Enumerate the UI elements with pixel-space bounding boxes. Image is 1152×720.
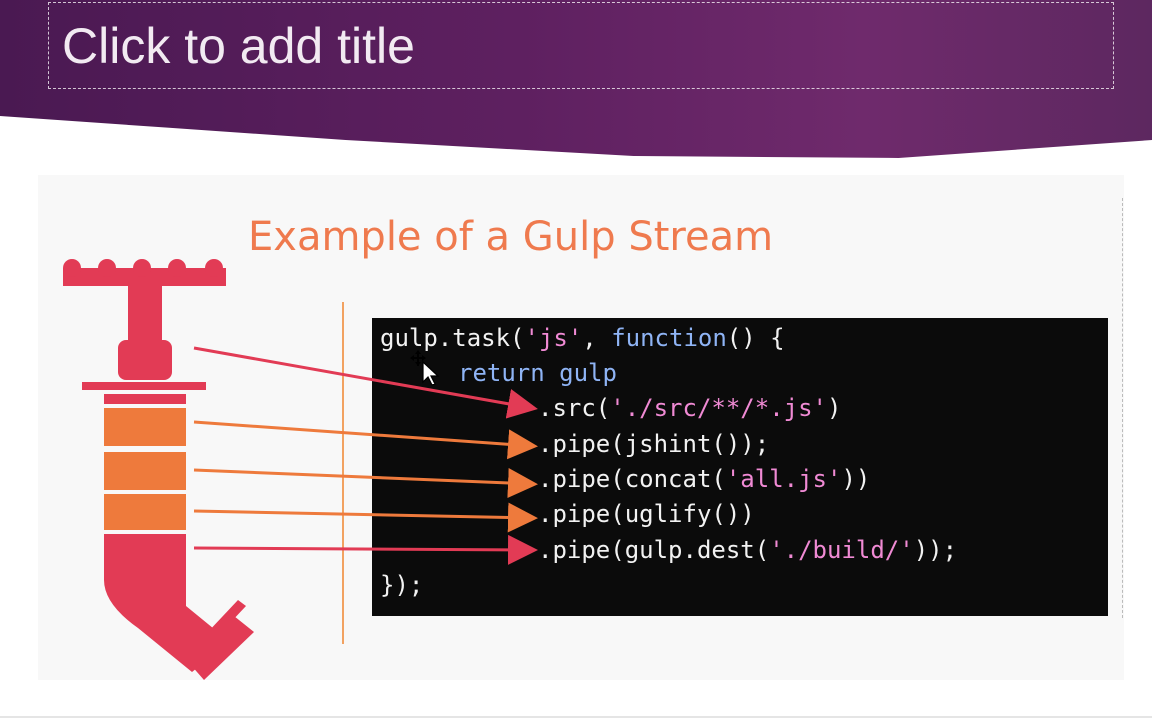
code-line-6: .pipe(uglify()) <box>538 500 755 528</box>
code-line-4: .pipe(jshint()); <box>538 430 770 458</box>
code-keyword: function <box>611 324 727 352</box>
code-string: 'js' <box>524 324 583 352</box>
code-token: () { <box>726 324 785 352</box>
code-token: )); <box>913 536 958 564</box>
code-line-8: }); <box>380 571 424 599</box>
code-line-7: .pipe(gulp.dest('./build/')); <box>538 536 957 564</box>
arrow-src <box>193 346 538 419</box>
title-placeholder[interactable]: Click to add title <box>48 2 1114 89</box>
code-token: .pipe(gulp.dest( <box>538 536 770 564</box>
code-string: './src/**/*.js' <box>610 394 827 422</box>
code-token: , <box>582 324 612 352</box>
code-token: .pipe(concat( <box>538 465 726 493</box>
move-cursor-icon <box>410 350 440 386</box>
code-line-2: return gulp <box>458 359 617 387</box>
code-line-1: gulp.task('js', function() { <box>380 324 785 352</box>
arrow-concat <box>193 468 538 498</box>
image-selection-edge <box>1122 198 1124 618</box>
vertical-divider <box>342 302 344 644</box>
code-line-5: .pipe(concat('all.js')) <box>538 465 870 493</box>
code-string: 'all.js' <box>725 465 842 493</box>
arrow-uglify <box>193 502 538 533</box>
arrow-jshint <box>193 420 538 460</box>
code-string: './build/' <box>769 536 914 564</box>
title-placeholder-text: Click to add title <box>62 18 415 74</box>
code-token: )) <box>841 465 871 493</box>
slide-bottom-edge <box>0 716 1152 718</box>
code-panel: gulp.task('js', function() { return gulp… <box>372 318 1108 616</box>
code-token: ) <box>827 394 842 422</box>
slide-heading: Example of a Gulp Stream <box>248 214 774 260</box>
code-line-3: .src('./src/**/*.js') <box>538 394 841 422</box>
arrow-dest <box>193 534 538 565</box>
code-token: gulp.task( <box>380 324 525 352</box>
code-token: .src( <box>538 394 611 422</box>
